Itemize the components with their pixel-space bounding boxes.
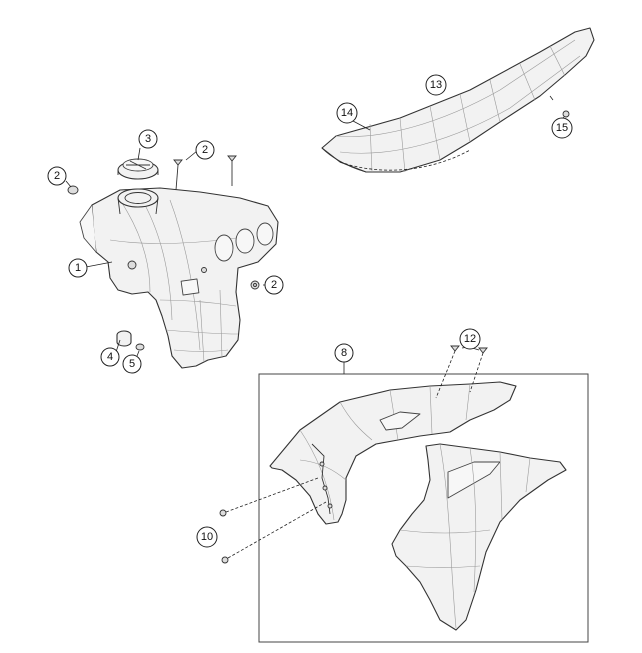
svg-text:5: 5 <box>129 358 135 370</box>
shroud-right <box>391 443 567 631</box>
callout-4: 4 <box>100 347 120 367</box>
seat <box>321 27 595 173</box>
fuel-tank <box>79 187 279 369</box>
svg-text:4: 4 <box>107 351 113 363</box>
svg-text:2: 2 <box>202 144 208 156</box>
callout-1: 1 <box>68 258 88 278</box>
svg-text:1: 1 <box>75 262 81 274</box>
shroud-left <box>269 381 517 525</box>
shroud-side-bolts <box>219 477 327 564</box>
callout-12: 12 <box>459 328 481 350</box>
svg-text:2: 2 <box>271 279 277 291</box>
shroud-screws <box>435 345 488 399</box>
fuel-cap <box>117 158 159 180</box>
svg-text:14: 14 <box>341 107 353 119</box>
shroud-kit-frame <box>258 373 589 643</box>
callout-2-left: 2 <box>47 166 67 186</box>
callout-13: 13 <box>425 74 447 96</box>
svg-text:12: 12 <box>464 333 476 345</box>
svg-text:15: 15 <box>556 122 568 134</box>
callout-3: 3 <box>138 129 158 149</box>
callout-8: 8 <box>334 343 354 363</box>
svg-text:13: 13 <box>430 79 442 91</box>
svg-text:8: 8 <box>341 347 347 359</box>
svg-text:3: 3 <box>145 133 151 145</box>
callout-2-top: 2 <box>195 140 215 160</box>
callout-10: 10 <box>196 526 218 548</box>
svg-text:2: 2 <box>54 170 60 182</box>
callout-2-right: 2 <box>264 275 284 295</box>
svg-text:10: 10 <box>201 531 213 543</box>
screw-set <box>67 155 260 290</box>
callout-14: 14 <box>336 102 358 124</box>
spacer-and-bolt <box>116 330 145 351</box>
callout-5: 5 <box>122 354 142 374</box>
callout-15: 15 <box>551 117 573 139</box>
